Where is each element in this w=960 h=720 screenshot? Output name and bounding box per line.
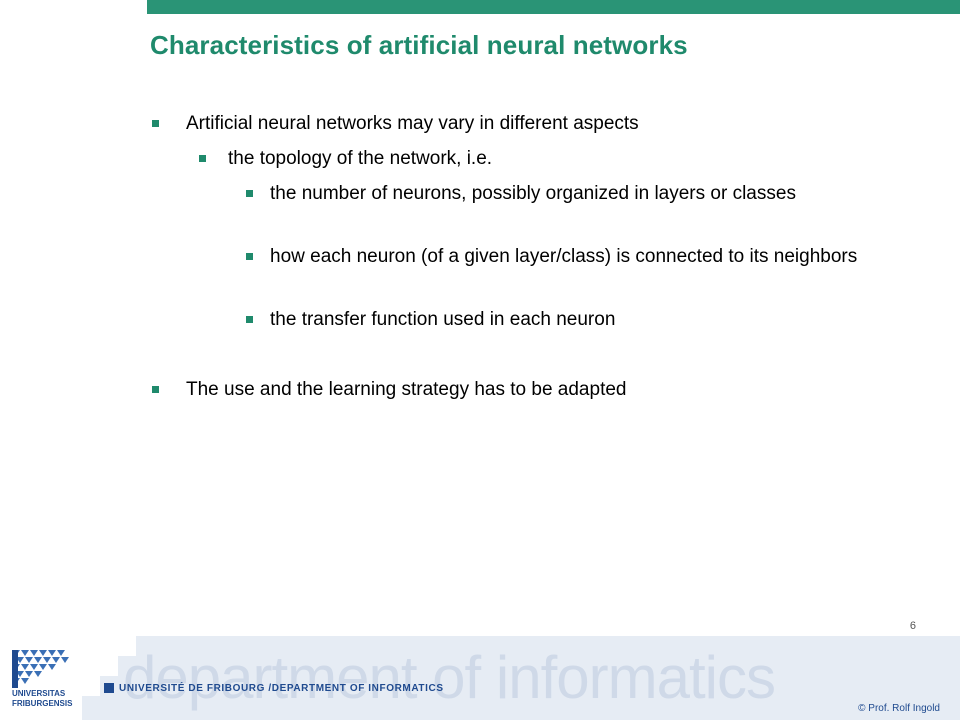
bullet-square-icon [246, 190, 253, 197]
bullet-text: The use and the learning strategy has to… [186, 379, 627, 400]
copyright-notice: © Prof. Rolf Ingold [858, 703, 940, 714]
bullet-item: the transfer function used in each neuro… [246, 306, 890, 333]
top-accent-bar [147, 0, 960, 14]
bullet-item: The use and the learning strategy has to… [152, 376, 886, 403]
bullet-list: Artificial neural networks may vary in d… [152, 110, 910, 403]
bullet-square-icon [246, 253, 253, 260]
bullet-item: Artificial neural networks may vary in d… [152, 110, 886, 137]
bullet-text: the transfer function used in each neuro… [270, 309, 616, 330]
university-name: UNIVERSITÉ DE FRIBOURG /DEPARTMENT OF IN… [119, 682, 444, 694]
university-square-icon [104, 683, 114, 693]
footer-band-shape [136, 636, 960, 720]
footer [0, 636, 960, 720]
page-number: 6 [909, 620, 916, 632]
bullet-text: how each neuron (of a given layer/class)… [270, 246, 858, 267]
bullet-text: Artificial neural networks may vary in d… [186, 113, 639, 134]
bullet-item: the topology of the network, i.e. [199, 145, 888, 172]
university-logo-icon [12, 650, 69, 688]
logo-caption-line: FRIBURGENSIS [12, 699, 73, 708]
bullet-text: the topology of the network, i.e. [228, 148, 493, 169]
bullet-square-icon [199, 155, 206, 162]
bullet-square-icon [152, 120, 159, 127]
logo-caption-line: UNIVERSITAS [12, 689, 66, 698]
bullet-square-icon [246, 316, 253, 323]
footer-band-shape [118, 656, 136, 720]
bullet-square-icon [152, 386, 159, 393]
slide-title: Characteristics of artificial neural net… [150, 30, 688, 60]
university-line: UNIVERSITÉ DE FRIBOURG /DEPARTMENT OF IN… [104, 681, 444, 695]
bullet-text: the number of neurons, possibly organize… [270, 183, 796, 204]
bullet-item: the number of neurons, possibly organize… [246, 180, 890, 207]
department-watermark: department of informatics [123, 644, 776, 711]
bullet-item: how each neuron (of a given layer/class)… [246, 243, 910, 270]
footer-band-shape [82, 696, 100, 720]
logo-caption: UNIVERSITAS FRIBURGENSIS [12, 689, 82, 709]
